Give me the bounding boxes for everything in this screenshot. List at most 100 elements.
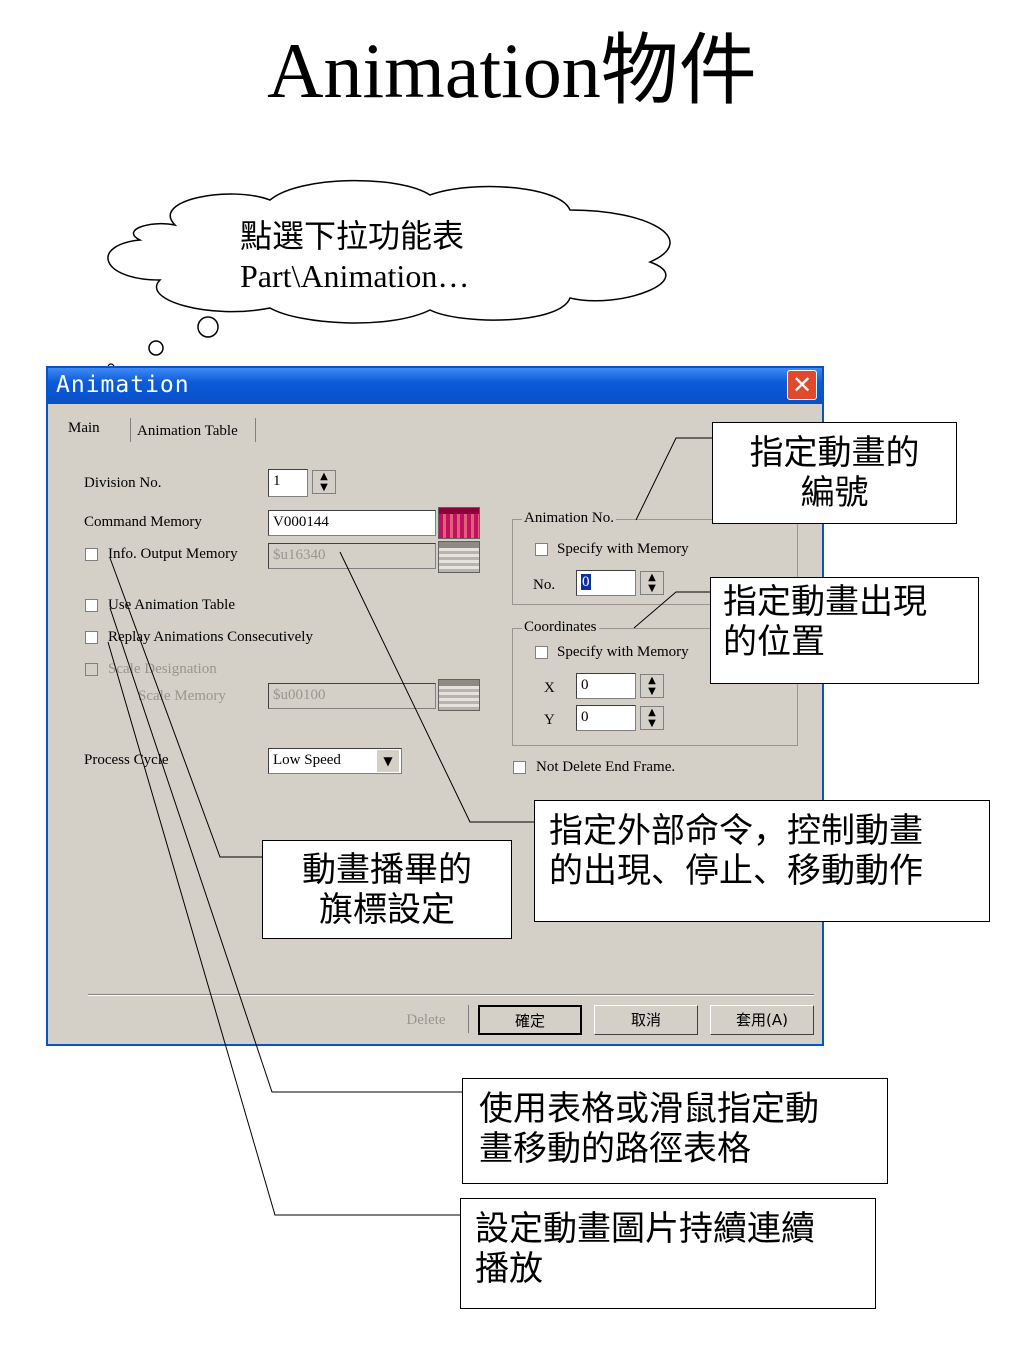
anim-specify-label: Specify with Memory <box>557 541 689 557</box>
info-output-checkbox[interactable] <box>85 548 98 561</box>
scale-memory-label: Scale Memory <box>138 688 226 704</box>
callout-line: 設定動畫圖片持續連續 <box>475 1209 815 1249</box>
command-memory-picker-button[interactable] <box>438 507 480 539</box>
process-cycle-label: Process Cycle <box>84 752 169 768</box>
callout-line: 的位置 <box>723 622 825 662</box>
process-cycle-value: Low Speed <box>273 752 341 768</box>
cloud-text: 點選下拉功能表 Part\Animation… <box>240 216 540 296</box>
cloud-text-line1: 點選下拉功能表 <box>240 218 465 254</box>
leader-anim-number <box>635 437 712 521</box>
callout-line: 旗標設定 <box>319 890 455 930</box>
callout-line: 使用表格或滑鼠指定動 <box>479 1089 819 1129</box>
coordinates-group <box>512 628 798 746</box>
x-spinner[interactable]: ▲▼ <box>640 674 664 698</box>
calculator-icon <box>439 680 479 686</box>
anim-no-value: 0 <box>581 574 591 590</box>
coordinates-group-label: Coordinates <box>522 619 599 636</box>
info-output-label: Info. Output Memory <box>108 546 238 562</box>
callout-line: 動畫播畢的 <box>302 850 472 890</box>
cloud-bubble-large <box>197 316 219 338</box>
anim-no-input[interactable]: 0 <box>576 570 636 596</box>
animation-no-group <box>512 519 798 605</box>
scale-memory-input[interactable]: $u00100 <box>268 683 436 709</box>
y-input[interactable]: 0 <box>576 705 636 731</box>
dialog-title: Animation <box>56 372 190 398</box>
dialog-separator <box>88 994 814 996</box>
chevron-down-icon[interactable]: ▼ <box>377 750 399 772</box>
callout-animation-number: 指定動畫的 編號 <box>712 422 957 524</box>
callout-line: 畫移動的路徑表格 <box>479 1129 751 1169</box>
apply-button[interactable]: 套用(A) <box>710 1005 814 1035</box>
callout-line: 指定動畫的 <box>749 433 920 473</box>
spin-down-icon: ▼ <box>320 482 328 493</box>
tab-divider <box>130 418 131 442</box>
anim-no-label: No. <box>533 577 556 593</box>
command-memory-input[interactable]: V000144 <box>268 510 436 536</box>
slide-title: Animation物件 <box>267 27 757 114</box>
cloud-bubble-medium <box>148 340 164 356</box>
info-output-input[interactable]: $u16340 <box>268 543 436 569</box>
calculator-icon <box>439 542 479 548</box>
spin-down-icon: ▼ <box>648 686 656 697</box>
callout-path-table: 使用表格或滑鼠指定動 畫移動的路徑表格 <box>462 1078 888 1184</box>
close-button[interactable]: ✕ <box>787 370 817 400</box>
leader-table <box>109 607 462 1093</box>
anim-specify-checkbox[interactable] <box>535 543 548 556</box>
tab-animation-table[interactable]: Animation Table <box>137 423 238 439</box>
division-no-label: Division No. <box>84 475 162 491</box>
tab-main[interactable]: Main <box>68 420 100 436</box>
animation-dialog: Animation ✕ Main Animation Table Divisio… <box>46 366 824 1046</box>
scale-memory-picker-button[interactable] <box>438 679 480 711</box>
spin-up-icon: ▲ <box>320 471 328 482</box>
spin-up-icon: ▲ <box>648 675 656 686</box>
anim-no-spinner[interactable]: ▲▼ <box>640 571 664 595</box>
scale-designation-checkbox[interactable] <box>85 663 98 676</box>
callout-end-flag: 動畫播畢的 旗標設定 <box>262 840 512 939</box>
division-no-spinner[interactable]: ▲▼ <box>312 470 336 494</box>
cancel-button[interactable]: 取消 <box>594 1005 698 1035</box>
coord-specify-label: Specify with Memory <box>557 644 689 660</box>
not-delete-label: Not Delete End Frame. <box>536 759 676 775</box>
replay-checkbox[interactable] <box>85 631 98 644</box>
close-icon: ✕ <box>791 371 813 399</box>
ok-button[interactable]: 確定 <box>478 1005 582 1035</box>
division-no-input[interactable]: 1 <box>268 469 308 497</box>
x-label: X <box>544 680 555 696</box>
tab-divider <box>255 418 256 442</box>
button-divider <box>468 1005 469 1033</box>
callout-line: 播放 <box>475 1249 543 1289</box>
command-memory-label: Command Memory <box>84 514 202 530</box>
animation-no-group-label: Animation No. <box>522 510 616 527</box>
replay-label: Replay Animations Consecutively <box>108 629 313 645</box>
use-table-checkbox[interactable] <box>85 599 98 612</box>
spin-up-icon: ▲ <box>648 572 656 583</box>
leader-flag <box>109 557 262 858</box>
spin-up-icon: ▲ <box>648 707 656 718</box>
callout-line: 指定動畫出現 <box>723 582 927 622</box>
info-output-picker-button[interactable] <box>438 541 480 573</box>
not-delete-checkbox[interactable] <box>513 761 526 774</box>
coord-specify-checkbox[interactable] <box>535 646 548 659</box>
y-label: Y <box>544 712 555 728</box>
delete-button[interactable]: Delete <box>406 1012 446 1028</box>
leader-external <box>339 551 534 823</box>
callout-line: 指定外部命令，控制動畫 <box>549 811 923 851</box>
callout-position: 指定動畫出現 的位置 <box>710 577 979 684</box>
callout-replay: 設定動畫圖片持續連續 播放 <box>460 1198 876 1309</box>
spin-down-icon: ▼ <box>648 718 656 729</box>
spin-down-icon: ▼ <box>648 583 656 594</box>
leader-position <box>633 591 712 629</box>
calculator-icon <box>439 508 479 514</box>
callout-line: 編號 <box>800 473 869 513</box>
use-table-label: Use Animation Table <box>108 597 235 613</box>
callout-line: 的出現、停止、移動動作 <box>549 851 923 891</box>
y-spinner[interactable]: ▲▼ <box>640 706 664 730</box>
process-cycle-select[interactable]: Low Speed ▼ <box>268 748 402 774</box>
dialog-titlebar[interactable]: Animation ✕ <box>48 368 822 404</box>
scale-designation-label: Scale Designation <box>108 661 217 677</box>
callout-external-command: 指定外部命令，控制動畫 的出現、停止、移動動作 <box>534 800 990 922</box>
cloud-text-line2: Part\Animation… <box>240 258 470 294</box>
x-input[interactable]: 0 <box>576 673 636 699</box>
